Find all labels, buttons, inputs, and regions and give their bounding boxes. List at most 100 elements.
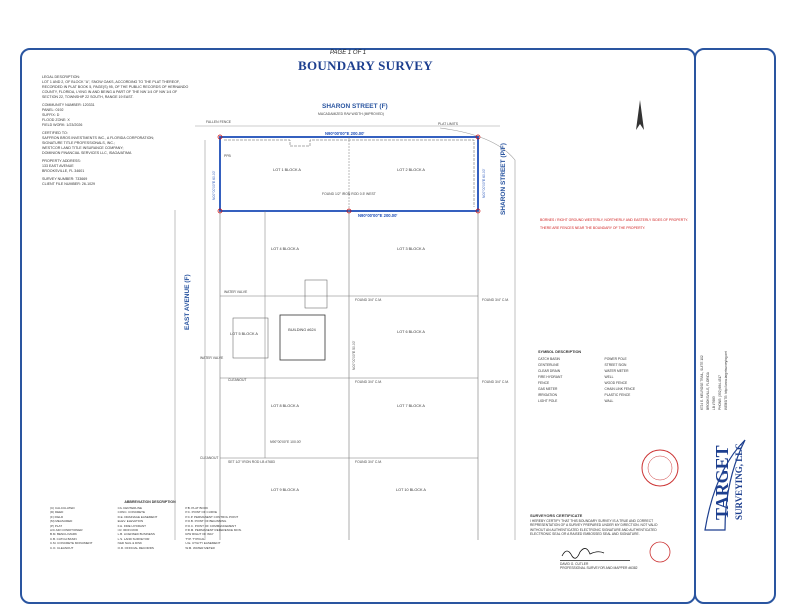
building-label: BUILDING #624 [288,328,316,332]
bearing-north: N90°00'00"E 200.00' [325,131,365,136]
symbol-item: FIRE HYDRANT [538,375,563,379]
legal-description-label: LEGAL DESCRIPTION: [42,75,81,79]
bearing-south: N90°00'00"E 100.00' [270,440,302,444]
found-label-1: FOUND 1/2" IRON ROD 0.5' WEST [322,192,376,196]
abbreviation-item: R/W RIGHT OF WAY [185,532,214,537]
abbreviation-legend: ABBREVIATION DESCRIPTION (C) CALCULATED … [50,500,250,550]
flood-zone: FLOOD ZONE: X [42,118,70,122]
monument-sw [217,208,223,214]
company-license: LB #7683 [712,396,716,410]
found-label-3: FOUND 3/4" C.M. [482,298,510,302]
company-name-suffix: SURVEYING, LLC [734,443,744,520]
north-street-note: MACADAMIZED R/W WIDTH (IMPROVED) [318,112,384,116]
abbreviation-item: CONC. CONCRETE [117,510,145,515]
community-number: COMMUNITY NUMBER: 120331 [42,103,95,107]
abbreviation-item: C.B. CATCH BASIN [50,536,77,541]
fence-line [224,139,475,207]
abbreviation-item: W.M. WATER METER [185,545,215,550]
page-title: BOUNDARY SURVEY [298,58,433,73]
surveyor-certificate: SURVEYORS CERTIFICATE I HEREBY CERTIFY T… [530,513,660,537]
company-address: 6724 E. MELROSE TRAIL, SUITE 102 [700,355,704,410]
symbol-item: CATCH BASIN [538,357,560,361]
symbol-item: STREET SIGN [604,363,627,367]
surveyor-signature [561,548,605,559]
abbreviation-item: P.C. POINT OF CURVE [185,510,217,515]
lot-9-label: LOT 9 BLOCK A [271,488,299,492]
symbol-item: WELL [604,375,614,379]
symbol-item: GAS METER [538,387,558,391]
shed-footprint [304,279,328,309]
abbreviation-item: ELEV. ELEVATION [117,519,144,524]
symbol-item: WALL [604,399,614,403]
abbreviation-item: D.E. DRAINAGE EASEMENT [117,514,158,519]
bearing-center-vertical: N00°00'00"E 50.00' [352,340,356,370]
company-city: BROOKSVILLE, FLORIDA [706,372,710,410]
symbol-item: POWER POLE [604,357,627,361]
certified-party-2: SIGNATURE TITLE PROFESSIONALS, INC.; [42,141,115,145]
found-label-6: FOUND 3/4" C.M. [355,460,383,464]
abbreviation-item: A/C AIR CONDITIONER [50,528,83,533]
water-valve-label: WATER VALVE [224,290,248,294]
abbreviation-item: (D) DEED [50,510,64,515]
abbreviation-item: N&D NAIL & DISK [117,541,143,546]
lot-7-label: LOT 7 BLOCK A [397,404,425,408]
certificate-text: I HEREBY CERTIFY THAT THIS BOUNDARY SURV… [530,518,658,537]
lot-3-label: LOT 3 BLOCK A [397,247,425,251]
monument-center [346,208,352,214]
abbreviation-item: C.M. CONCRETE MONUMENT [50,541,93,546]
red-note-line-2: THERE ARE FENCES NEAR THE BOUNDARY OF TH… [540,226,646,230]
symbol-item: CENTERLINE [538,363,559,367]
bearing-east-upper: N00°00'00"E 60.00' [482,168,486,198]
bearing-west-upper: N00°00'00"E 60.00' [212,170,216,200]
ppb-label: PPB [224,154,231,158]
symbol-item: CHAIN LINK FENCE [604,387,636,391]
company-logo-icon [704,439,746,531]
symbol-item: FENCE [538,381,550,385]
property-address-line1: 133 EAST AVENUE [42,164,74,168]
signer-block: DAVID G. CUTLER PROFESSIONAL SURVEYOR AN… [560,562,638,570]
abbreviation-item: C/L CENTERLINE [117,506,143,510]
abbreviation-item: L.B. LICENSED BUSINESS [117,532,155,537]
east-street-name: SHARON STREET (P/F) [500,143,507,215]
client-file-number: CLIENT FILE NUMBER: 26-1029 [42,182,96,186]
abbreviation-item: TYP. TYPICAL [185,536,205,541]
lot5-inner-parcel [232,317,269,359]
abbreviation-item: P.C.P. PERMANENT CONTROL POINT [185,514,239,519]
symbol-item: IRRIGATION [538,393,557,397]
company-website: WEBSITE: http://www.targetsurveying.net [724,351,728,410]
abbreviation-item: O.R. OFFICIAL RECORDS [117,545,154,550]
north-street-name: SHARON STREET (F) [322,103,388,110]
abbreviation-item: F.H. FIRE HYDRANT [117,523,146,528]
symbol-item: WATER METER [604,369,629,373]
certified-party-4: DOMINION FINANCIAL SERVICES LLC, ISAOA/A… [42,151,132,155]
set-rod-label: SET 1/2" IRON ROD LB #7683 [228,460,275,464]
cleanout-label: CLEANOUT [228,378,247,382]
abbreviation-item: U.E. UTILITY EASEMENT [185,541,221,546]
abbreviation-item: C.O. CLEANOUT [50,545,74,550]
monument-ne [475,134,481,140]
abbreviation-item: P.B. PLAT BOOK [185,506,209,510]
signer-name: DAVID G. CUTLER [560,562,589,566]
water-valve-label-2: WATER VALVE [200,356,224,360]
survey-number: SURVEY NUMBER: 733669 [42,177,88,181]
found-label-2: FOUND 3/4" C.M. [355,298,383,302]
plat-limits-label: PLAT LIMITS [438,122,459,126]
red-note-line-1: BORNES / RIGHT GROUND WESTERLY, NORTHERL… [540,218,689,222]
signature-line [560,560,630,561]
abbreviation-item: B.M. BENCH MARK [50,532,78,537]
symbol-item: LIGHT POLE [538,399,558,403]
signer-title: PROFESSIONAL SURVEYOR AND MAPPER #6382 [560,566,638,570]
legal-description-block: LEGAL DESCRIPTION: LOT 1 AND 2, OF BLOCK… [42,75,192,190]
seal-stamp-inner-icon [647,455,673,481]
company-name: TARGET [712,445,732,520]
panel-number: PANEL: 0192 [42,108,64,112]
lot-10-label: LOT 10 BLOCK A [396,488,426,492]
seal-stamp-small-icon [649,541,671,563]
fallen-fence-label: FALLEN FENCE [206,120,232,124]
lot-5-label: LOT 5 BLOCK A [230,332,258,336]
east-road-curve [439,127,516,540]
abbreviation-item: (F) FIELD [50,514,64,519]
legal-description-text: LOT 1 AND 2, OF BLOCK "A", SNOW OAKS, AC… [42,80,189,99]
certified-party-3: WESTCOR LAND TITLE INSURANCE COMPANY; [42,146,124,150]
